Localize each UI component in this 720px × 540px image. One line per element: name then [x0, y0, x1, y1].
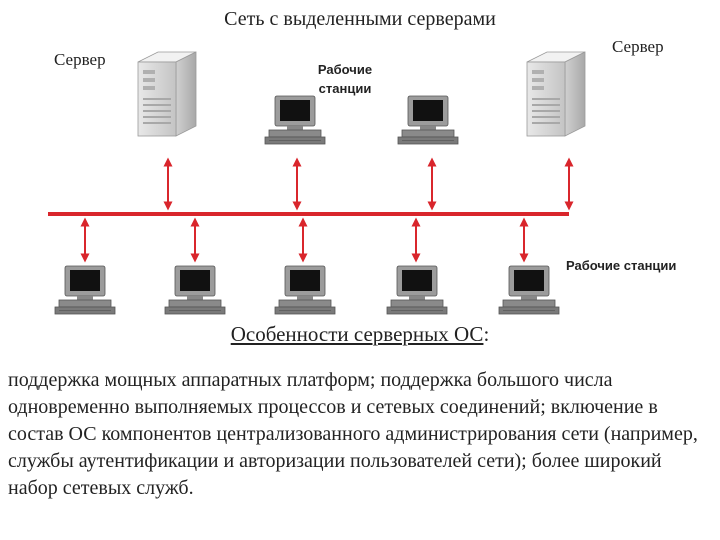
- server-right-icon: [526, 51, 586, 137]
- workstation-top-1-icon: [264, 95, 326, 145]
- workstation-top-2-icon: [397, 95, 459, 145]
- server-left-icon: [137, 51, 197, 137]
- workstations-top-label: Рабочие станции: [300, 60, 390, 98]
- workstations-top-label-line-1: Рабочие: [317, 62, 373, 77]
- workstations-top-label-line-2: станции: [318, 81, 372, 96]
- workstation-bottom-1-icon: [54, 265, 116, 315]
- network-diagram: [48, 51, 586, 315]
- server-left-label: Сервер: [54, 50, 106, 69]
- features-description: поддержка мощных аппаратных платформ; по…: [8, 369, 698, 499]
- workstations-bottom-label: Рабочие станции: [566, 258, 677, 273]
- workstation-bottom-4-icon: [386, 265, 448, 315]
- server-right-label: Сервер: [612, 37, 664, 56]
- workstation-bottom-5-icon: [498, 265, 560, 315]
- workstation-bottom-2-icon: [164, 265, 226, 315]
- features-heading-text: Особенности серверных ОС: [230, 322, 484, 346]
- features-heading-colon: :: [483, 322, 490, 346]
- workstation-bottom-3-icon: [274, 265, 336, 315]
- features-heading: Особенности серверных ОС:: [0, 322, 720, 347]
- diagram-title: Сеть с выделенными серверами: [224, 8, 496, 30]
